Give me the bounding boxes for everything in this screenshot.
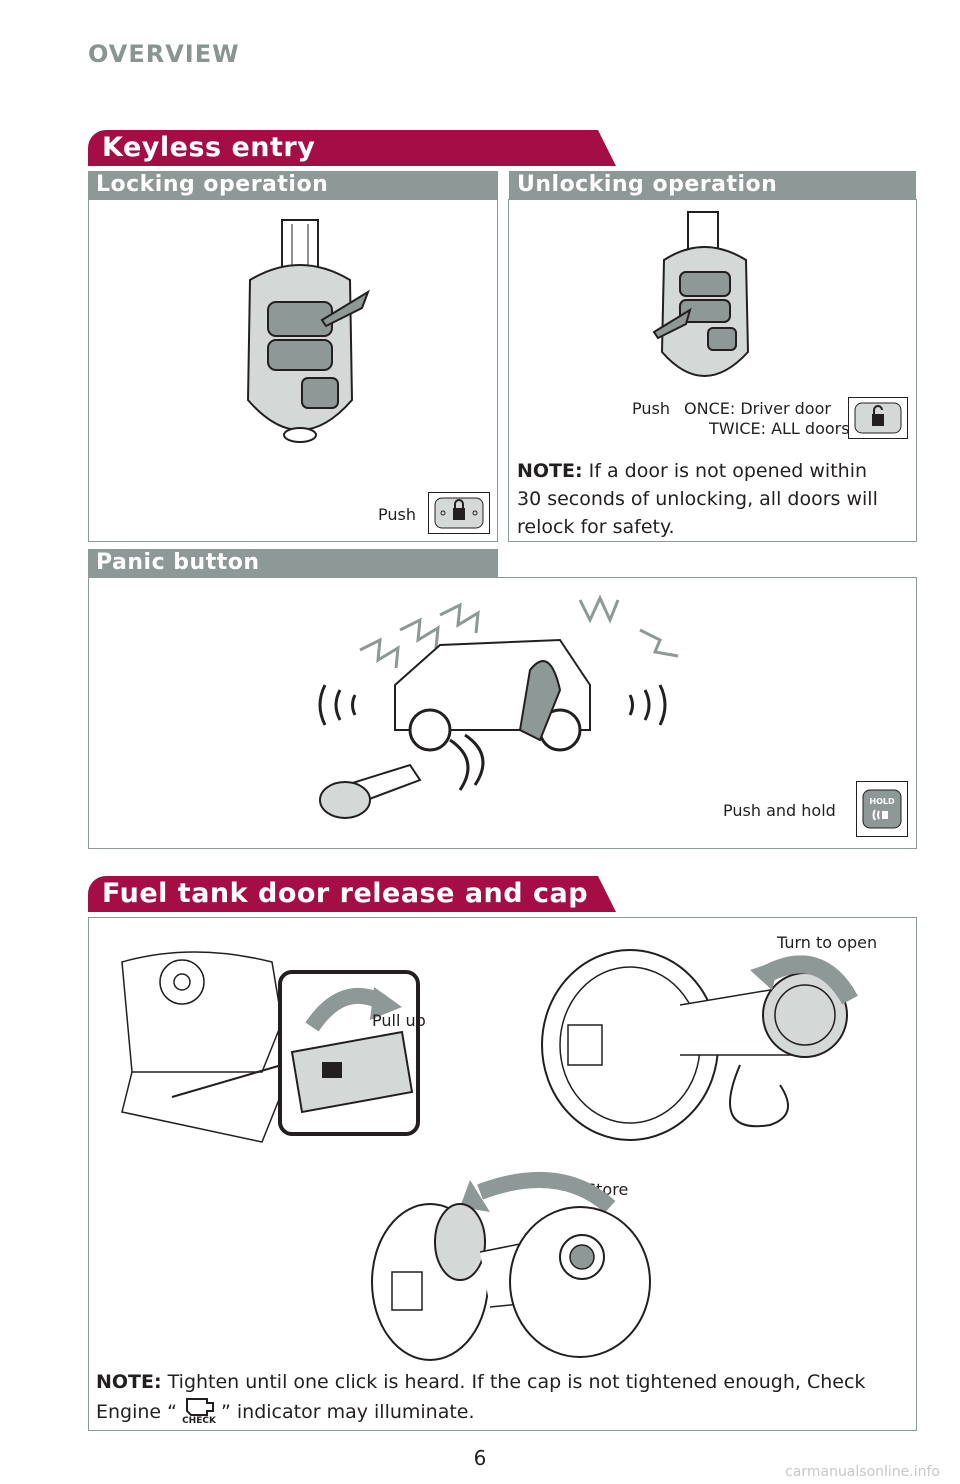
check-text: CHECK xyxy=(182,1416,217,1426)
unlocking-note: NOTE: If a door is not opened within 30 … xyxy=(517,457,907,541)
subhead-unlocking: Unlocking operation xyxy=(509,171,916,199)
pull-up-label: Pull up xyxy=(372,1011,426,1030)
check-engine-icon: CHECK xyxy=(177,1396,221,1426)
note-line1: If a door is not opened within xyxy=(588,460,868,482)
fuel-note-line2-a: Engine “ xyxy=(96,1401,178,1423)
hold-text: HOLD xyxy=(869,797,895,806)
unlocking-once-label: ONCE: Driver door xyxy=(684,399,831,418)
lock-button-icon xyxy=(428,492,490,534)
fuel-cap-turn-illustration xyxy=(541,949,858,1141)
section-title-fuel: Fuel tank door release and cap xyxy=(88,876,616,912)
panic-button-icon: HOLD xyxy=(856,781,908,837)
note-prefix: NOTE: xyxy=(517,460,583,482)
subhead-panic: Panic button xyxy=(88,549,498,577)
locking-push-label: Push xyxy=(378,505,416,524)
turn-to-open-label: Turn to open xyxy=(777,933,878,952)
fuel-note: NOTE: Tighten until one click is heard. … xyxy=(96,1368,911,1426)
unlock-button-icon xyxy=(848,397,908,439)
watermark: carmanualsonline.info xyxy=(785,1464,940,1480)
fuel-note-line1: Tighten until one click is heard. If the… xyxy=(167,1371,866,1393)
note-line2: 30 seconds of unlocking, all doors will xyxy=(517,488,878,510)
page-number: 6 xyxy=(473,1446,487,1470)
unlocking-twice-label: TWICE: ALL doors xyxy=(709,419,850,438)
section-title-keyless-entry: Keyless entry xyxy=(88,130,616,166)
fuel-note-prefix: NOTE: xyxy=(96,1371,162,1393)
key-fob-unlock-illustration xyxy=(652,211,750,377)
fuel-note-line2-b: ” indicator may illuminate. xyxy=(221,1401,475,1423)
unlocking-push-label: Push xyxy=(632,399,670,418)
panic-car-illustration xyxy=(318,594,679,819)
page-header: OVERVIEW xyxy=(88,40,240,68)
key-fob-lock-illustration xyxy=(246,219,370,443)
fuel-cap-store-illustration xyxy=(371,1172,651,1361)
note-line3: relock for safety. xyxy=(517,516,675,538)
fuel-release-lever-illustration xyxy=(121,951,420,1143)
subhead-locking: Locking operation xyxy=(88,171,498,199)
panic-push-label: Push and hold xyxy=(723,801,836,820)
